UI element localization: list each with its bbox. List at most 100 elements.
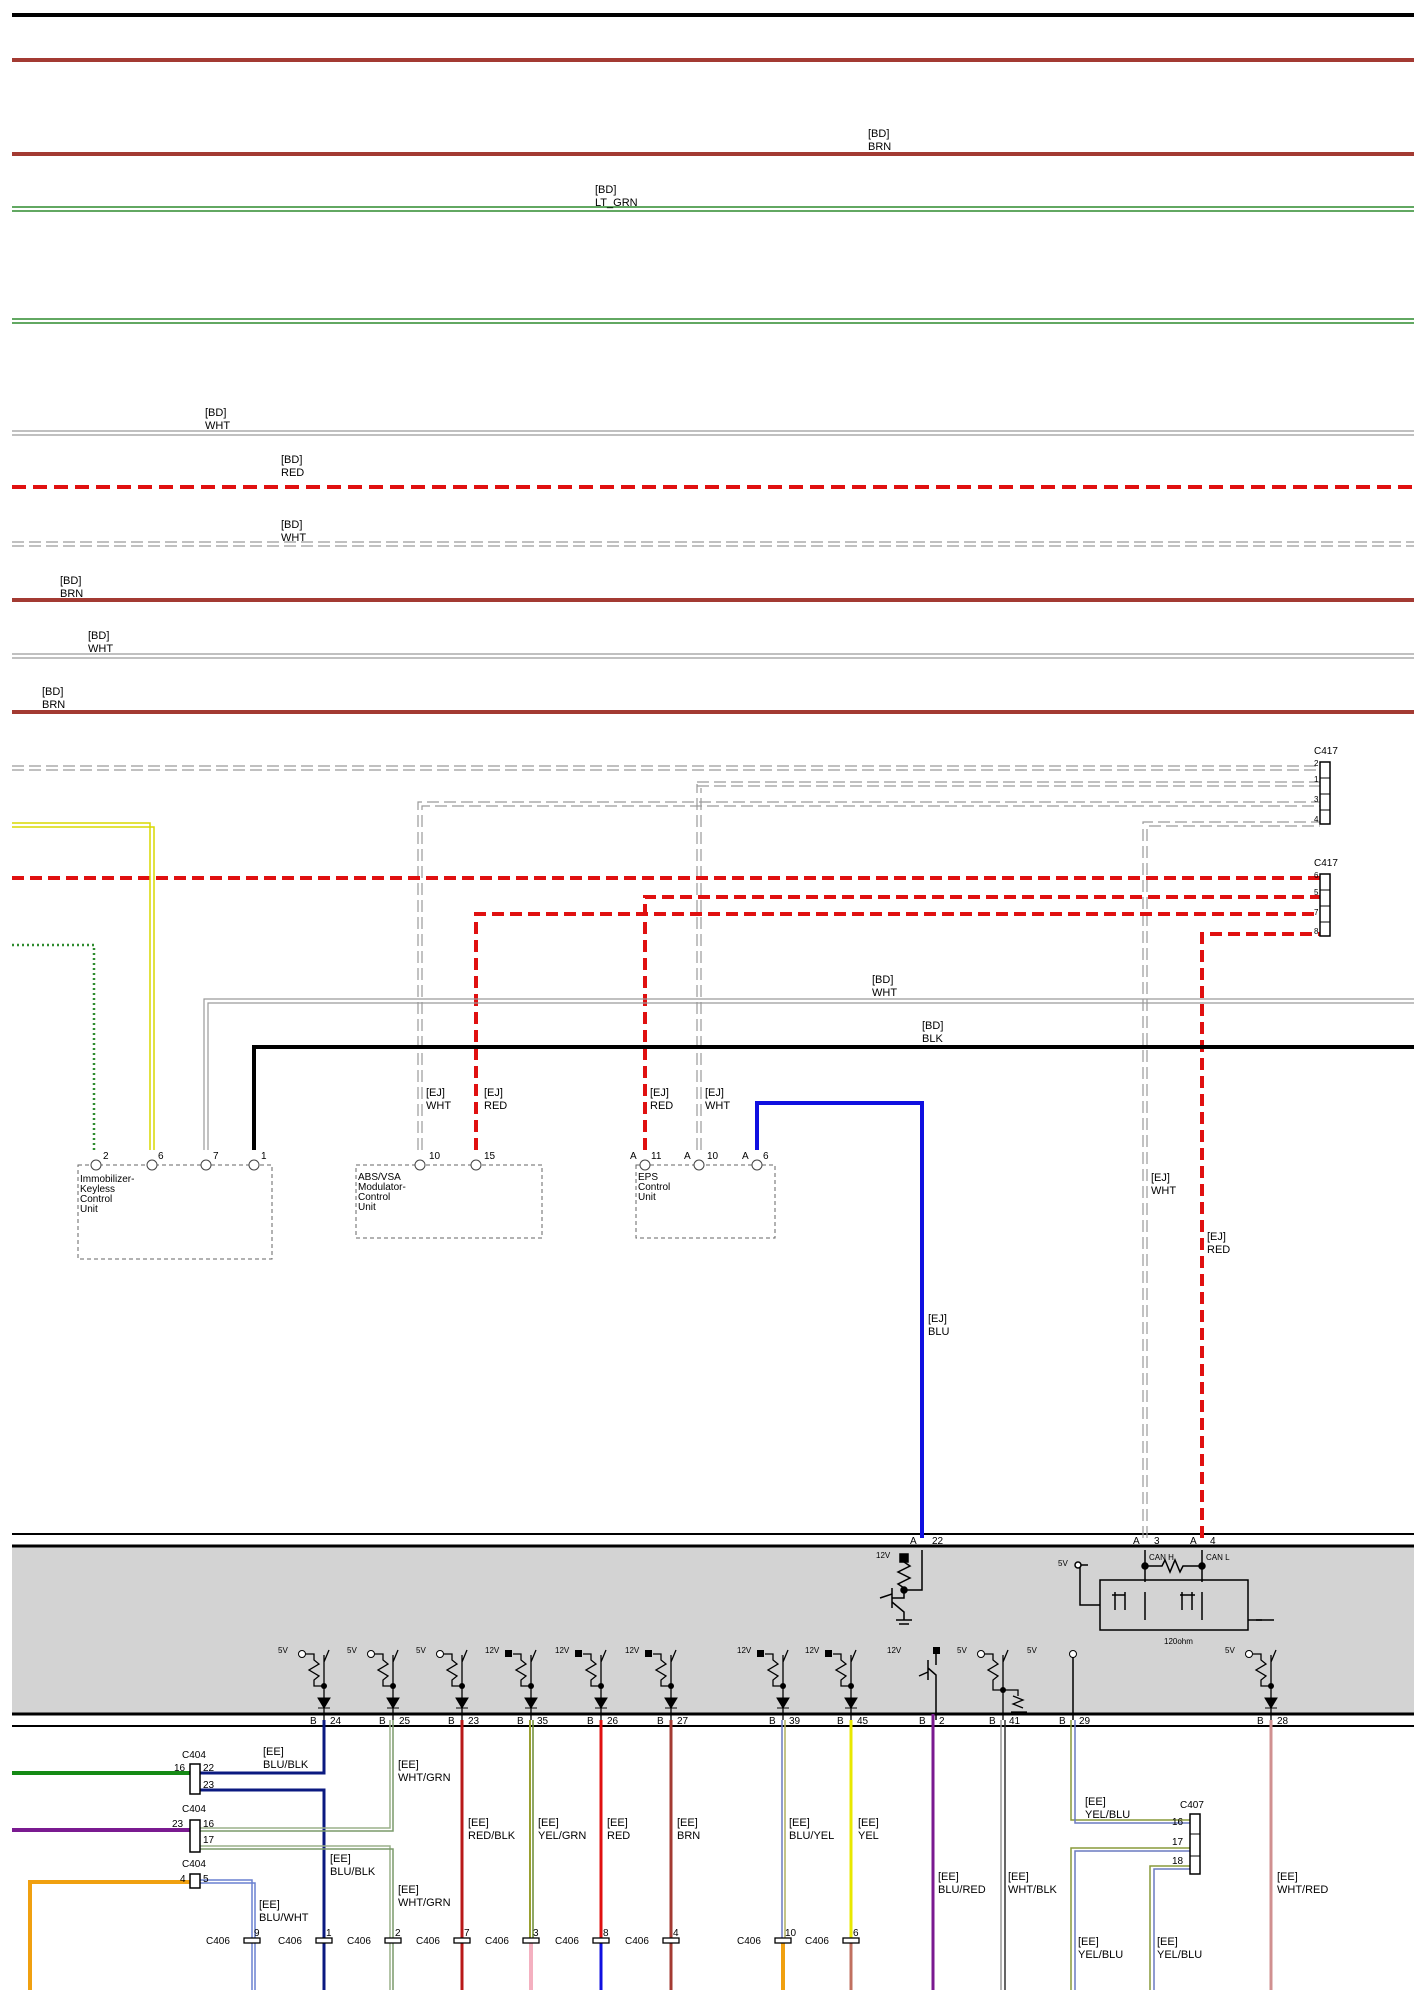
meter-pin-row-label: B: [657, 1716, 664, 1727]
label-wht2-tag: [BD]: [281, 519, 302, 531]
blu-input-circuit: [879, 1550, 923, 1625]
supply-node: [367, 1650, 375, 1658]
c406-pin: 7: [464, 1928, 470, 1939]
ee-color: RED/BLK: [468, 1830, 516, 1842]
ee-tag: [EE]: [789, 1817, 810, 1829]
unit-name-line: Control: [638, 1182, 670, 1193]
c406-terminal: [243, 1937, 261, 1944]
meter-pin-row-label: B: [448, 1716, 455, 1727]
supply-voltage-label: 5V: [278, 1646, 288, 1655]
c406-name: C406: [278, 1936, 302, 1947]
label-wht2-color: WHT: [281, 532, 306, 544]
unit-pin: A: [684, 1151, 691, 1162]
input-diode: [776, 1697, 790, 1709]
wire-yel-immob: [12, 822, 155, 1150]
ee-tag: [EE]: [607, 1817, 628, 1829]
c406-terminal: [662, 1937, 680, 1944]
ee-tag: [EE]: [1078, 1936, 1099, 1948]
input-diode: [844, 1697, 858, 1709]
unit-name-line: Unit: [358, 1202, 376, 1213]
meter-pin-row-label: B: [1257, 1716, 1264, 1727]
c406-name: C406: [347, 1936, 371, 1947]
ee-color: YEL/GRN: [538, 1830, 586, 1842]
ee-tag: [EE]: [538, 1817, 559, 1829]
c406-terminal: [774, 1937, 792, 1944]
label-brn4-color: BRN: [42, 699, 65, 711]
ee-tag: [EE]: [1085, 1796, 1106, 1808]
unit-pin: 10: [429, 1151, 441, 1162]
unit-name-line: Immobilizer-: [80, 1174, 134, 1185]
terminating-resistor-label: 120ohm: [1164, 1637, 1193, 1646]
supply-voltage-label: 12V: [805, 1646, 820, 1655]
meter-upper-pins: A 22 A 3 A 4: [910, 1536, 1216, 1547]
immobilizer-keyless-control-unit: 2 6 7 1 Immobilizer- Keyless Control Uni…: [77, 1151, 273, 1260]
ee-tag: [EE]: [1157, 1936, 1178, 1948]
meter-pin-number: 25: [399, 1716, 411, 1727]
c406-terminal: [592, 1937, 610, 1944]
c417-top-pin: 3: [1314, 795, 1319, 804]
output-transistor: [918, 1654, 937, 1720]
supply-node: [505, 1650, 512, 1657]
ej-label-color: RED: [484, 1100, 507, 1112]
supply-node: [1245, 1650, 1253, 1658]
c404-name: C404: [182, 1859, 206, 1870]
c417-top-pin: 4: [1314, 815, 1319, 824]
c406-name: C406: [416, 1936, 440, 1947]
supply-voltage-label: 5V: [416, 1646, 426, 1655]
supply-node: [436, 1650, 444, 1658]
meter-pin-number: 24: [330, 1716, 342, 1727]
unit-pin: 7: [213, 1151, 219, 1162]
c406-pin: 6: [853, 1928, 859, 1939]
c404-pin: 16: [203, 1819, 215, 1830]
meter-pin-number: 23: [468, 1716, 480, 1727]
supply-voltage-label: 12V: [485, 1646, 500, 1655]
c417-top-pin: 1: [1314, 775, 1319, 784]
meter-voltage: 12V: [876, 1551, 891, 1560]
unit-name-line: ABS/VSA: [358, 1172, 401, 1183]
abs-vsa-modulator-control-unit: 10 15 ABS/VSA Modulator- Control Unit: [355, 1151, 543, 1239]
eps-control-unit: A 11 A 10 A 6 EPS Control Unit: [630, 1151, 776, 1239]
ee-color: BLU/WHT: [259, 1912, 309, 1924]
meter-pin-number: 3: [1154, 1536, 1160, 1547]
c406-pin: 4: [673, 1928, 679, 1939]
junction-dot: [528, 1683, 534, 1689]
c407-pin: 17: [1172, 1837, 1184, 1848]
unit-pin: 6: [763, 1151, 769, 1162]
unit-name-line: Control: [80, 1194, 112, 1205]
meter-pin-number: 39: [789, 1716, 801, 1727]
c404-pin: 22: [203, 1763, 215, 1774]
ee-color: BLU/YEL: [789, 1830, 834, 1842]
meter-pin-number: 28: [1277, 1716, 1289, 1727]
meter-pin-number: 2: [939, 1716, 945, 1727]
meter-pin-row-label: B: [919, 1716, 926, 1727]
supply-voltage-label: 5V: [957, 1646, 967, 1655]
supply-voltage-label: 5V: [347, 1646, 357, 1655]
label-wht-color: WHT: [205, 420, 230, 432]
c407-pin: 18: [1172, 1856, 1184, 1867]
meter-pin-number: 22: [932, 1536, 944, 1547]
ee-color: RED: [607, 1830, 630, 1842]
supply-voltage-label: 12V: [625, 1646, 640, 1655]
ee-color: BLU/RED: [938, 1884, 986, 1896]
unit-name-line: Unit: [80, 1204, 98, 1215]
label-brn4-tag: [BD]: [42, 686, 63, 698]
ej-label-tag: [EJ]: [426, 1087, 445, 1099]
c417-red-wires: [12, 876, 1320, 1538]
wire-wht-1: [12, 430, 1414, 436]
c406-name: C406: [737, 1936, 761, 1947]
meter-voltage: 5V: [1058, 1559, 1068, 1568]
c406-name: C406: [555, 1936, 579, 1947]
c406-pin: 8: [603, 1928, 609, 1939]
ee-color: BRN: [677, 1830, 700, 1842]
c404-connector-2: C404 23 16 17: [172, 1804, 215, 1853]
label-ltgrn-color: LT_GRN: [595, 197, 638, 209]
meter-pin-number: 35: [537, 1716, 549, 1727]
c406-name: C406: [805, 1936, 829, 1947]
ej-label-color: WHT: [426, 1100, 451, 1112]
ee-tag: [EE]: [858, 1817, 879, 1829]
supply-node: [645, 1650, 652, 1657]
ej-label-color: BLU: [928, 1326, 949, 1338]
label-red-color: RED: [281, 467, 304, 479]
input-diode: [594, 1697, 608, 1709]
